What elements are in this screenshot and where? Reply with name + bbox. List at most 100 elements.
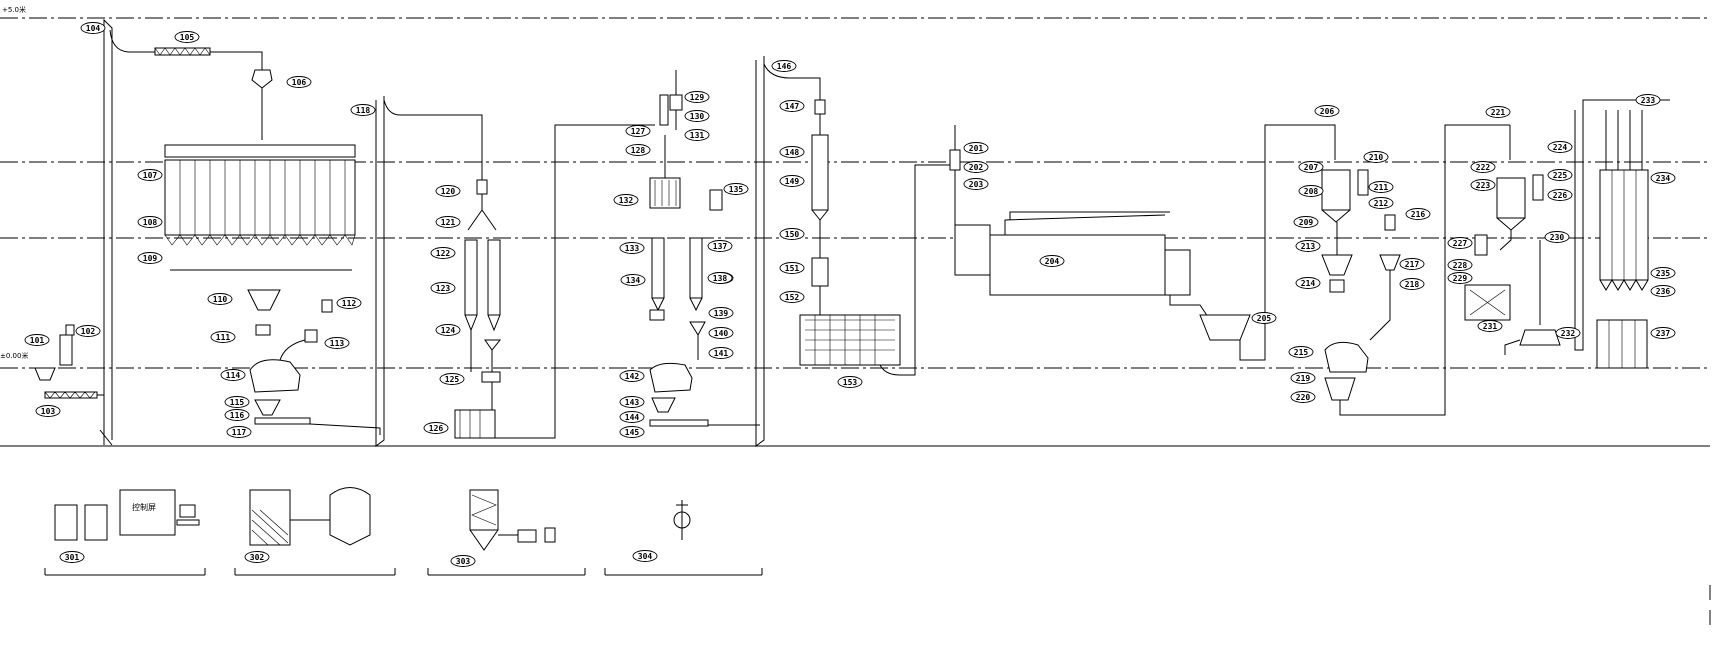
tag-ellipse [707,240,733,252]
section-cooling [1300,124,1510,416]
tag-123: 123 [430,282,456,294]
tag-number: 137 [713,242,728,251]
control-screen-label: 控制屏 [132,502,156,512]
tag-number: 141 [714,349,729,358]
feeder-214 [1329,279,1345,293]
tag-145: 145 [619,426,645,438]
mixer-142 [649,362,693,393]
pump-unit [517,529,537,543]
tag-ellipse [684,91,710,103]
tag-number: 101 [30,336,45,345]
tag-ellipse [632,550,658,562]
tag-109: 109 [137,252,163,264]
tag-number: 153 [843,378,858,387]
storage-bin [249,489,291,546]
tag-ellipse [1290,372,1316,384]
tag-number: 207 [1304,163,1319,172]
cyclone-211 [1357,169,1369,196]
tag-number: 107 [143,171,158,180]
tag-ellipse [1447,259,1473,271]
tag-ellipse [684,110,710,122]
tag-ellipse [619,426,645,438]
tag-ellipse [1547,189,1573,201]
tag-number: 132 [619,196,634,205]
tag-141: 141 [708,347,734,359]
tag-204: 204 [1039,255,1065,267]
tag-ellipse [1399,258,1425,270]
tag-number: 232 [1561,329,1576,338]
tag-ellipse [707,272,733,284]
valve-151 [811,257,829,287]
tag-142: 142 [619,370,645,382]
tag-ellipse [1650,267,1676,279]
tag-303: 303 [450,555,476,567]
tag-number: 129 [690,93,705,102]
tag-209: 209 [1293,216,1319,228]
tag-number: 205 [1257,314,1272,323]
cyclone-120 [476,179,488,195]
tag-134: 134 [620,274,646,286]
tag-ellipse [1447,272,1473,284]
tag-ellipse [1547,169,1573,181]
tag-ellipse [1547,141,1573,153]
tag-number: 213 [1301,242,1316,251]
tag-number: 150 [785,230,800,239]
tag-number: 211 [1374,183,1389,192]
level-label-top: +5.0米 [2,5,26,14]
tag-234: 234 [1650,172,1676,184]
tag-ellipse [684,129,710,141]
tag-ellipse [1251,312,1277,324]
tag-139: 139 [708,307,734,319]
tag-ellipse [1635,94,1661,106]
tag-138: 138 [707,272,733,284]
tag-222: 222 [1470,161,1496,173]
tag-301: 301 [59,551,85,563]
tag-number: 228 [1453,261,1468,270]
tag-210: 210 [1363,151,1389,163]
tag-number: 303 [456,557,471,566]
tag-207: 207 [1298,161,1324,173]
weigh-hopper-110 [247,289,281,311]
tag-number: 229 [1453,274,1468,283]
tag-147: 147 [779,100,805,112]
tag-153: 153 [837,376,863,388]
tag-150: 150 [779,228,805,240]
level-label-ground: ±0.00米 [0,351,28,360]
tag-133: 133 [619,242,645,254]
dust-collector-102 [65,324,75,336]
tag-number: 302 [250,553,265,562]
motor-unit [544,527,556,543]
tag-220: 220 [1290,391,1316,403]
tag-number: 112 [342,299,357,308]
tag-number: 226 [1553,191,1568,200]
tag-121: 121 [435,216,461,228]
tag-ellipse [220,369,246,381]
tag-ellipse [1295,277,1321,289]
tag-number: 118 [356,106,371,115]
tag-number: 113 [330,339,345,348]
tag-ellipse [1295,240,1321,252]
tag-224: 224 [1547,141,1573,153]
hopper-140 [689,321,706,337]
tag-235: 235 [1650,267,1676,279]
tank-223 [1496,177,1526,219]
tag-number: 143 [625,398,640,407]
tag-number: 225 [1553,171,1568,180]
cooler-208 [1321,169,1351,211]
tag-number: 115 [230,398,245,407]
tag-108: 108 [137,216,163,228]
tag-ellipse [226,426,252,438]
control-cabinet-a [54,504,78,541]
tag-number: 215 [1294,348,1309,357]
equipment-tags: 1011021031041051061071081091101111121131… [24,22,1676,567]
pump-134 [649,309,665,321]
tag-132: 132 [613,194,639,206]
bottom-storage [234,487,396,576]
tag-ellipse [244,551,270,563]
tag-ellipse [625,144,651,156]
tag-144: 144 [619,411,645,423]
tag-ellipse [1650,327,1676,339]
tag-ellipse [439,373,465,385]
tag-number: 142 [625,372,640,381]
tag-106: 106 [286,76,312,88]
